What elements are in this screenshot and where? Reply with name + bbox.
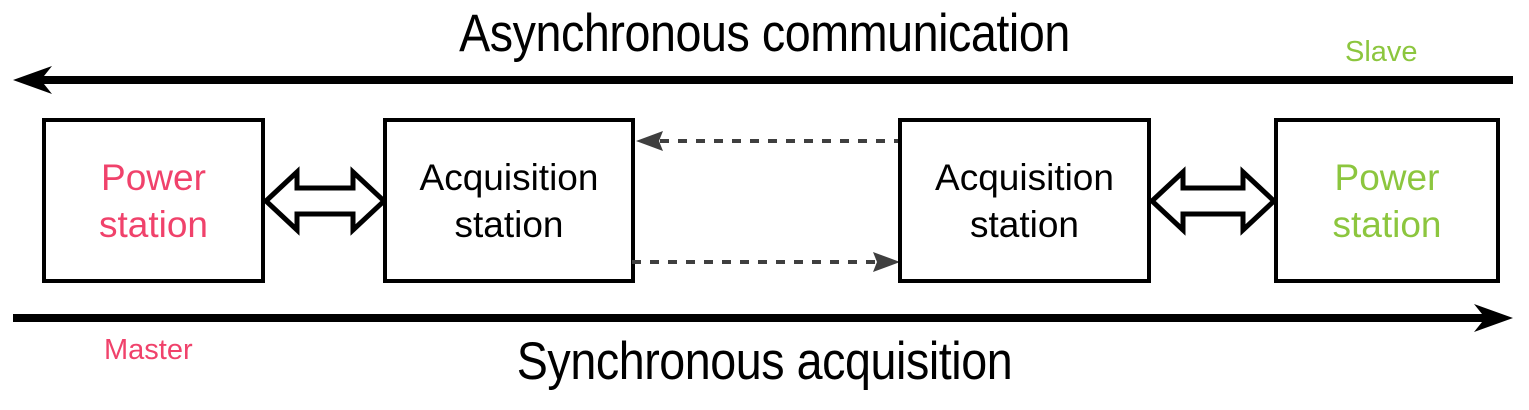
dotted-arrow-left-icon <box>636 131 902 151</box>
asynchronous-communication-arrow-icon <box>13 66 1513 94</box>
bidirectional-block-arrow-right-icon <box>1148 166 1278 236</box>
dotted-arrow-right-icon <box>632 252 900 272</box>
node-power-station-right-line2: station <box>1332 203 1442 245</box>
title-synchronous-acquisition: Synchronous acquisition <box>516 332 1013 391</box>
synchronous-acquisition-arrow-icon <box>13 304 1513 332</box>
bidirectional-block-arrow-left-icon <box>262 166 388 236</box>
title-asynchronous-communication: Asynchronous communication <box>459 4 1070 63</box>
node-power-station-left-line2: station <box>98 203 208 245</box>
node-power-station-left[interactable]: Power station <box>42 118 265 283</box>
node-acquisition-station-right-line2: station <box>969 203 1079 245</box>
node-acquisition-station-left-line2: station <box>454 203 564 245</box>
node-power-station-right-line1: Power <box>1334 156 1440 198</box>
node-power-station-right[interactable]: Power station <box>1274 118 1500 283</box>
node-power-station-left-line1: Power <box>101 156 206 198</box>
node-acquisition-station-left[interactable]: Acquisition station <box>383 118 635 283</box>
label-slave: Slave <box>1345 36 1418 68</box>
label-master: Master <box>104 334 193 366</box>
node-acquisition-station-left-line1: Acquisition <box>419 156 599 198</box>
node-acquisition-station-right[interactable]: Acquisition station <box>898 118 1151 283</box>
node-acquisition-station-right-line1: Acquisition <box>935 156 1114 198</box>
